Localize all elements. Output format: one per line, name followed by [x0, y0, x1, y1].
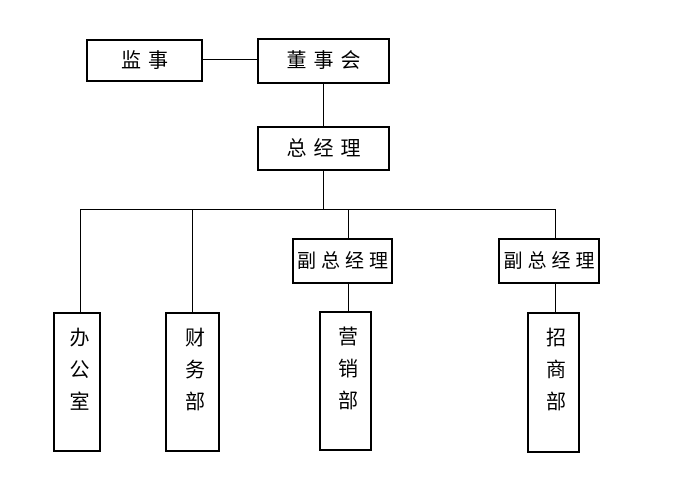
node-investment-dept-label: 招商部: [542, 327, 565, 423]
node-deputy-gm-1: 副总经理: [292, 238, 393, 284]
node-deputy-gm-2: 副总经理: [498, 238, 600, 284]
node-general-manager: 总经理: [257, 126, 390, 171]
connector-board-gm: [323, 84, 324, 126]
connector-deputy-gm-1-marketing: [348, 284, 349, 311]
node-deputy-gm-1-label: 副总经理: [297, 250, 394, 272]
node-office-label: 办公室: [66, 327, 88, 423]
node-supervisor: 监事: [86, 39, 203, 82]
connector-gm-bus: [323, 171, 324, 210]
connector-bus: [80, 209, 556, 210]
connector-bus-deputy-gm-1: [348, 209, 349, 238]
node-marketing-dept-label: 营销部: [334, 326, 357, 422]
connector-supervisor-board: [203, 59, 257, 60]
node-supervisor-label: 监事: [121, 49, 175, 72]
connector-deputy-gm-2-investment: [555, 284, 556, 312]
node-finance-dept: 财务部: [165, 312, 220, 452]
node-board: 董事会: [257, 38, 390, 84]
node-investment-dept: 招商部: [527, 312, 580, 453]
node-finance-dept-label: 财务部: [181, 327, 204, 423]
node-deputy-gm-2-label: 副总经理: [503, 250, 600, 272]
connector-bus-office: [80, 209, 81, 312]
node-general-manager-label: 总经理: [286, 137, 368, 160]
node-office: 办公室: [53, 312, 101, 452]
node-marketing-dept: 营销部: [319, 311, 372, 451]
connector-bus-deputy-gm-2: [555, 209, 556, 238]
node-board-label: 董事会: [286, 50, 368, 72]
connector-bus-finance: [192, 209, 193, 312]
